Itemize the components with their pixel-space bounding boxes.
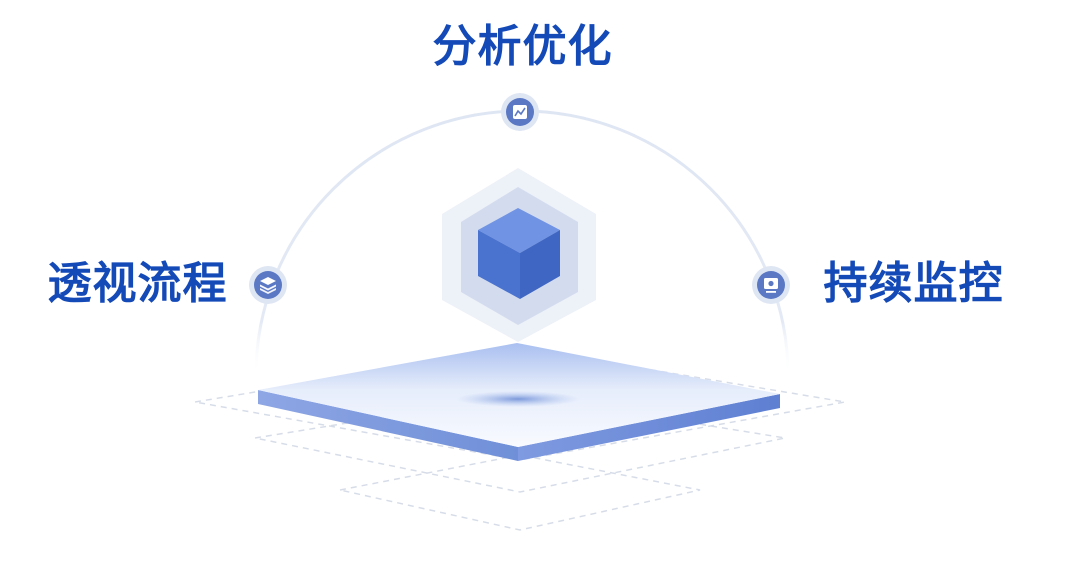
platform (258, 343, 780, 461)
label-process-visibility: 透视流程 (47, 258, 228, 309)
node-analyze-optimize[interactable] (501, 93, 539, 131)
node-continuous-monitoring[interactable] (752, 266, 790, 304)
platform-side-left (258, 390, 518, 461)
dashed-plane-bottom (339, 454, 701, 531)
line-chart-icon (513, 105, 527, 119)
cube-shadow (456, 391, 580, 407)
label-analyze-optimize: 分析优化 (432, 21, 613, 72)
layers-icon (260, 277, 276, 294)
cube-icon (478, 208, 560, 299)
cube-top-face (478, 208, 560, 253)
label-continuous-monitoring: 持续监控 (823, 258, 1004, 309)
platform-side-right (518, 394, 780, 461)
monitor-icon (764, 278, 778, 293)
cube-right-face (520, 230, 560, 299)
node-process-visibility[interactable] (249, 266, 287, 304)
hexagon-cube (442, 168, 596, 342)
cube-left-face (478, 230, 520, 299)
